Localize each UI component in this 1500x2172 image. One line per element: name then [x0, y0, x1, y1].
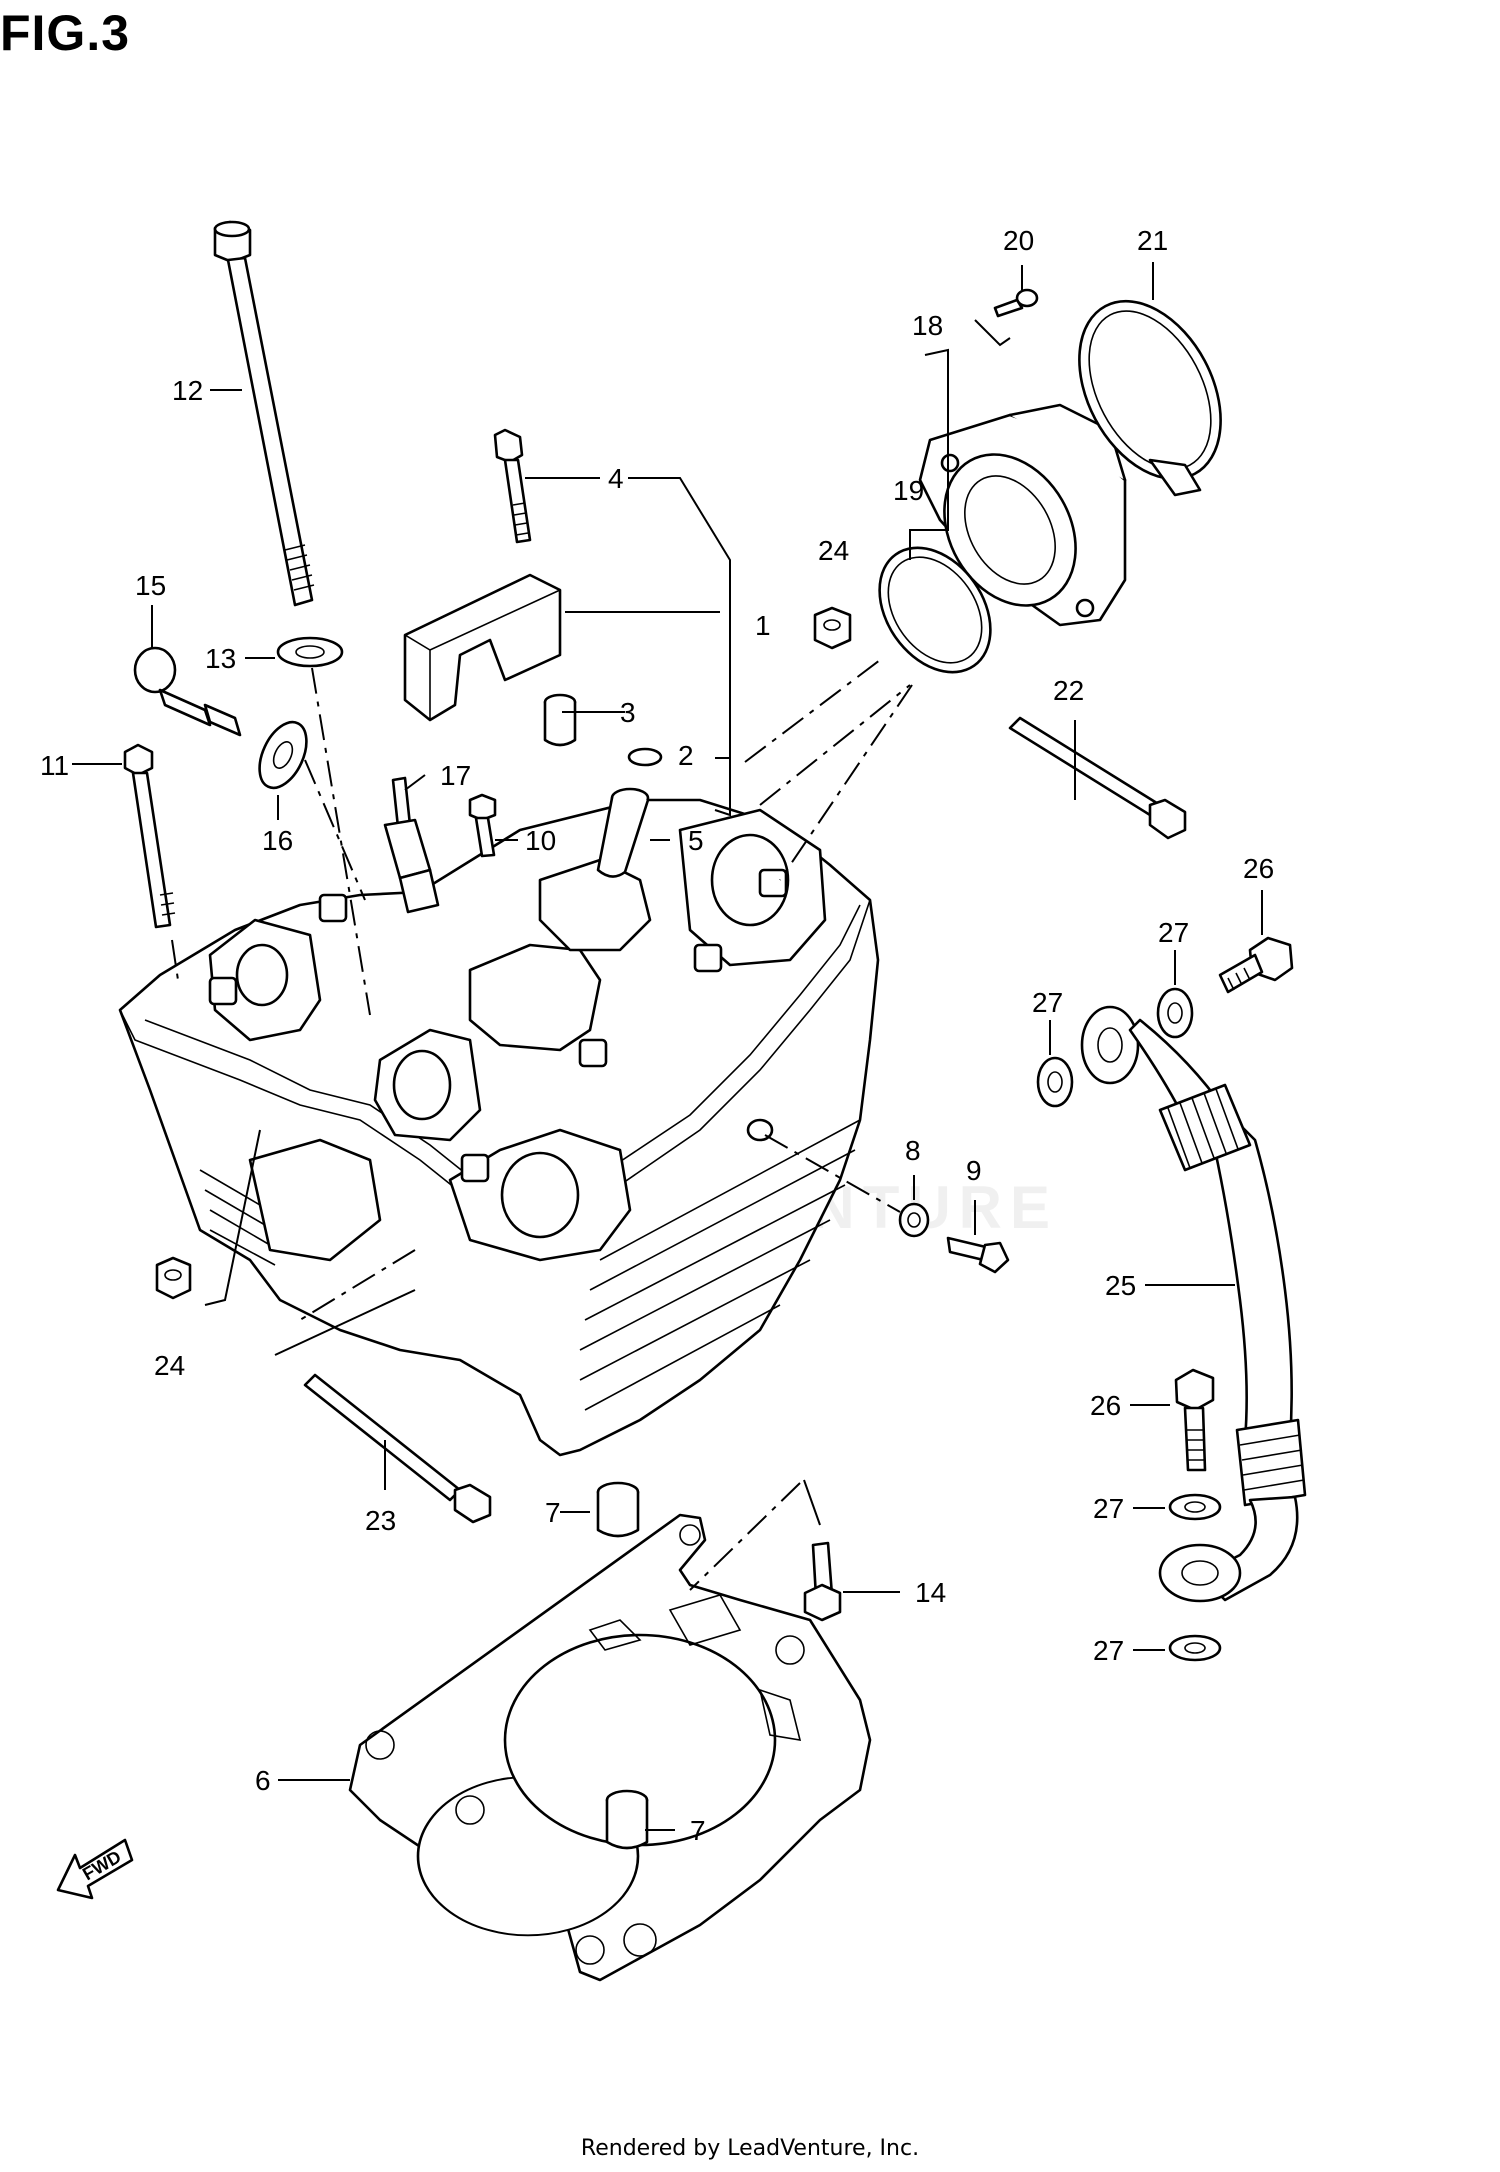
- dowel-7-lower: [605, 1789, 649, 1850]
- callout-14: 14: [915, 1577, 946, 1608]
- callout-25: 25: [1105, 1270, 1136, 1301]
- callout-27-a: 27: [1158, 917, 1189, 948]
- callout-19: 19: [893, 475, 924, 506]
- callout-21: 21: [1137, 225, 1168, 256]
- callout-23: 23: [365, 1505, 396, 1536]
- gasket-27-a: [1156, 987, 1194, 1039]
- callout-20: 20: [1003, 225, 1034, 256]
- bolt-10: [468, 793, 497, 858]
- cylinder-head: [118, 798, 880, 1457]
- dowel-3: [543, 693, 577, 747]
- callout-11: 11: [40, 750, 69, 781]
- callout-4: 4: [608, 463, 624, 494]
- callout-26-upper: 26: [1243, 853, 1274, 884]
- bolt-11: [123, 743, 176, 929]
- oring-2: [627, 747, 663, 767]
- bolt-4: [493, 428, 532, 544]
- footer-credit: Rendered by LeadVenture, Inc.: [580, 2136, 920, 2161]
- nut-24-lower: [155, 1256, 192, 1300]
- union-bolt-26-lower: [1174, 1368, 1215, 1472]
- callout-2: 2: [678, 740, 694, 771]
- gasket-27-c: [1168, 1493, 1222, 1521]
- callout-24-lower: 24: [154, 1350, 185, 1381]
- callout-9: 9: [966, 1155, 982, 1186]
- gasket-27-b: [1036, 1056, 1074, 1108]
- callout-3: 3: [620, 697, 636, 728]
- callout-16: 16: [262, 825, 293, 856]
- callout-12: 12: [172, 375, 203, 406]
- union-bolt-26-upper: [1218, 936, 1294, 994]
- gasket-27-d: [1168, 1634, 1222, 1662]
- nut-24-upper: [813, 606, 852, 650]
- dowel-7-upper: [596, 1481, 640, 1538]
- callout-17: 17: [440, 760, 471, 791]
- washer-16: [258, 720, 308, 790]
- callout-27-d: 27: [1093, 1635, 1124, 1666]
- callout-7-upper: 7: [545, 1497, 561, 1528]
- callout-22: 22: [1053, 675, 1084, 706]
- callout-27-c: 27: [1093, 1493, 1124, 1524]
- stud-23: [303, 1373, 492, 1524]
- figure-title: FIG.3: [0, 5, 131, 61]
- fwd-arrow-icon: FWD: [56, 1838, 134, 1900]
- leader-lines: [72, 262, 1263, 1831]
- screw-20: [993, 288, 1039, 318]
- callout-5: 5: [688, 825, 704, 856]
- head-gasket-6: [348, 1513, 872, 1982]
- callout-13: 13: [205, 643, 236, 674]
- oil-pipe-25: [1080, 1005, 1307, 1603]
- callout-labels: 1 2 3 4 5 6 7 7 8 9 10 11 12 13 14 15 16…: [40, 225, 1274, 1846]
- callout-6: 6: [255, 1765, 271, 1796]
- callout-8: 8: [905, 1135, 921, 1166]
- bolt-15: [133, 646, 242, 737]
- callout-1: 1: [755, 610, 771, 641]
- intake-pipe-18: [918, 403, 1127, 627]
- callout-7-lower: 7: [690, 1815, 706, 1846]
- dowel-5: [596, 787, 650, 878]
- callout-24-upper: 24: [818, 535, 849, 566]
- washer-13: [276, 636, 344, 668]
- bolt-14: [803, 1541, 842, 1622]
- callout-26-lower: 26: [1090, 1390, 1121, 1421]
- spark-plug-17: [383, 776, 440, 914]
- stud-22: [1008, 716, 1187, 840]
- washer-8: [898, 1202, 930, 1238]
- callout-27-b: 27: [1032, 987, 1063, 1018]
- callout-15: 15: [135, 570, 166, 601]
- stud-bolt-12: [213, 220, 315, 607]
- camshaft-holder: [403, 573, 562, 722]
- clamp-21: [1078, 299, 1222, 497]
- callout-10: 10: [525, 825, 556, 856]
- callout-18: 18: [912, 310, 943, 341]
- oring-19: [878, 546, 992, 674]
- bolt-9: [946, 1236, 1010, 1274]
